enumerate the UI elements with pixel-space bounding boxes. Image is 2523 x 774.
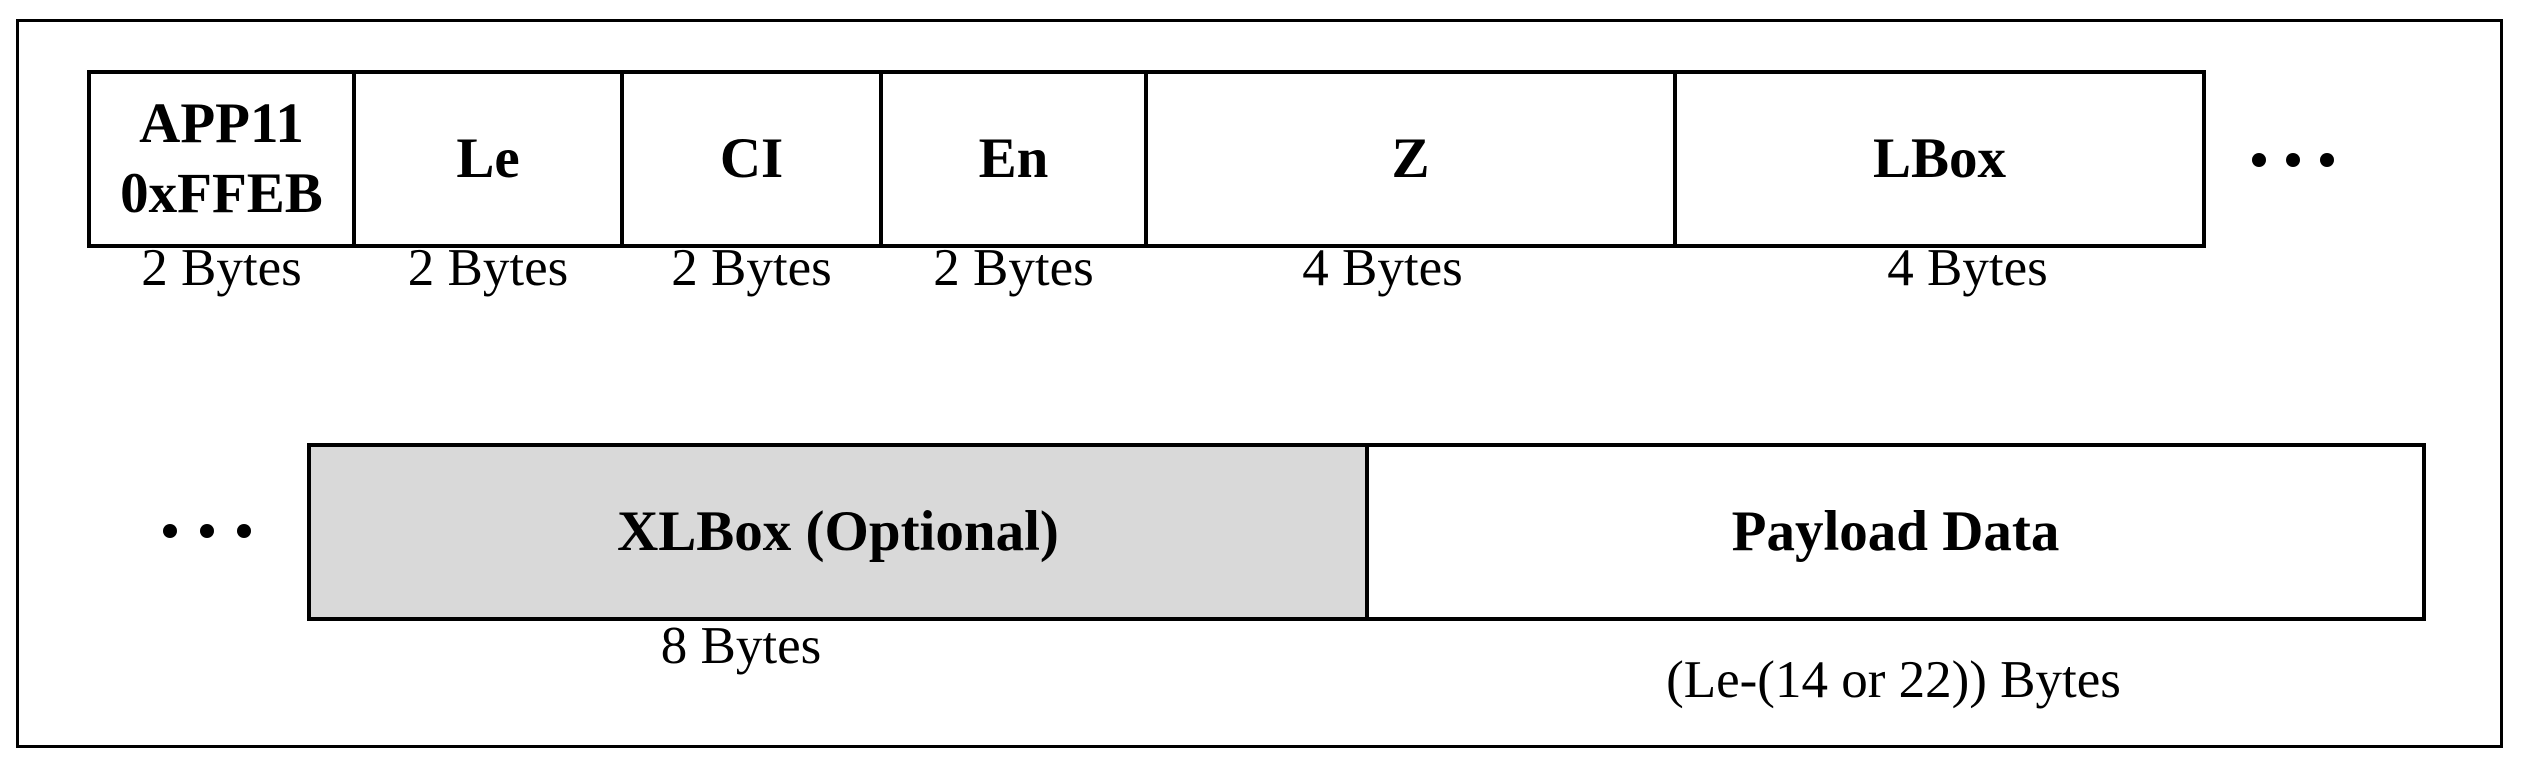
dot-icon <box>2320 153 2334 167</box>
field-label-ci: CI <box>719 127 784 191</box>
field-box-app11: APP11 0xFFEB <box>87 70 356 248</box>
field-box-z: Z <box>1144 70 1677 248</box>
field-label-lbox: LBox <box>1872 127 2007 191</box>
field-box-en: En <box>879 70 1148 248</box>
field-label-payload-data: Payload Data <box>1731 500 2060 564</box>
field-label-le: Le <box>456 127 520 191</box>
byte-size-label-xlbox: 8 Bytes <box>660 617 822 675</box>
byte-size-label-le: 2 Bytes <box>407 239 569 297</box>
field-box-ci: CI <box>620 70 883 248</box>
dot-icon <box>163 524 177 538</box>
byte-size-label-payload: (Le-(14 or 22)) Bytes <box>1666 651 2121 709</box>
dot-icon <box>237 524 251 538</box>
field-label-app11-line1: APP11 <box>139 92 304 156</box>
field-box-lbox: LBox <box>1673 70 2206 248</box>
field-label-en: En <box>978 127 1049 191</box>
byte-size-label-en: 2 Bytes <box>933 239 1094 297</box>
byte-size-label-ci: 2 Bytes <box>671 239 832 297</box>
figure-border-frame <box>16 19 2503 748</box>
field-box-payload-data: Payload Data <box>1365 443 2426 621</box>
ellipsis-dots-icon-bottom <box>163 524 251 538</box>
field-label-xlbox: XLBox (Optional) <box>617 500 1059 564</box>
field-box-le: Le <box>352 70 624 248</box>
dot-icon <box>200 524 214 538</box>
byte-size-label-z: 4 Bytes <box>1302 239 1463 297</box>
byte-size-label-lbox: 4 Bytes <box>1887 239 2048 297</box>
ellipsis-dots-icon-top <box>2252 153 2334 167</box>
field-label-z: Z <box>1391 127 1430 191</box>
field-label-app11-line2: 0xFFEB <box>120 162 323 225</box>
dot-icon <box>2286 153 2300 167</box>
field-box-xlbox: XLBox (Optional) <box>307 443 1369 621</box>
byte-size-label-app11: 2 Bytes <box>141 239 302 297</box>
dot-icon <box>2252 153 2266 167</box>
